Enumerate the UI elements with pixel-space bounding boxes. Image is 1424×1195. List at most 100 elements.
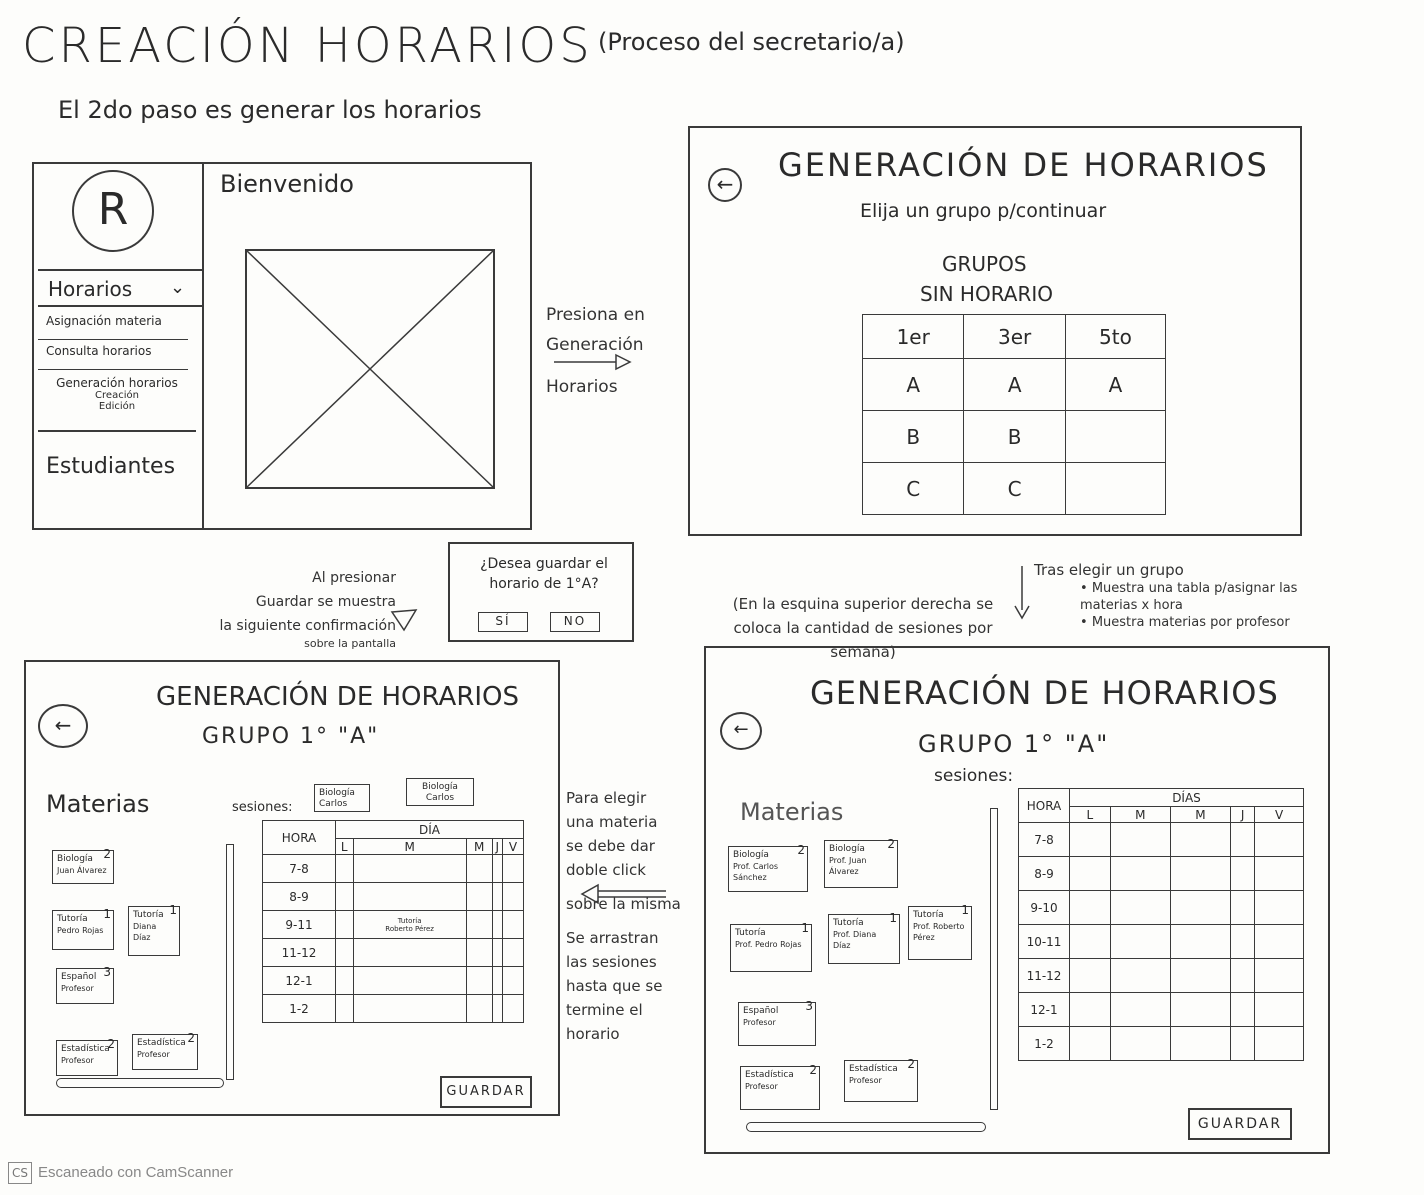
sidebar-item-estudiantes[interactable]: Estudiantes [46, 454, 176, 479]
slot[interactable] [501, 882, 525, 911]
slot[interactable] [1230, 890, 1256, 925]
slot[interactable] [491, 966, 503, 995]
slot[interactable] [1254, 924, 1304, 959]
slot[interactable] [1230, 856, 1256, 891]
slot[interactable] [465, 910, 493, 939]
slot[interactable] [465, 938, 493, 967]
sidebar-item-consulta[interactable]: Consulta horarios [38, 344, 188, 370]
slot[interactable] [1069, 958, 1111, 993]
save-button[interactable]: GUARDAR [440, 1076, 532, 1108]
slot[interactable] [1254, 958, 1304, 993]
slot[interactable] [1169, 890, 1232, 925]
slot[interactable] [491, 910, 503, 939]
group-cell[interactable]: A [963, 358, 1066, 411]
slot[interactable] [501, 966, 525, 995]
back-arrow-icon[interactable]: ← [38, 704, 88, 748]
slot[interactable] [335, 854, 354, 883]
slot[interactable] [465, 882, 493, 911]
sidebar-subitem-creacion[interactable]: Creación [95, 390, 139, 401]
slot[interactable] [491, 938, 503, 967]
vertical-scrollbar[interactable] [990, 808, 998, 1110]
slot[interactable] [1169, 822, 1232, 857]
sidebar-menu-horarios[interactable]: Horarios ⌄ [38, 269, 202, 307]
slot[interactable] [1230, 924, 1256, 959]
slot[interactable] [491, 994, 503, 1023]
avatar[interactable]: R [72, 170, 154, 252]
slot[interactable] [491, 854, 503, 883]
slot[interactable] [1069, 822, 1111, 857]
slot[interactable] [1230, 992, 1256, 1027]
slot[interactable] [1169, 992, 1232, 1027]
group-cell[interactable]: B [861, 410, 965, 463]
slot[interactable] [1109, 1026, 1171, 1061]
slot[interactable] [1254, 992, 1304, 1027]
sidebar-subitem-edicion[interactable]: Edición [98, 401, 136, 412]
slot[interactable] [1109, 924, 1171, 959]
slot[interactable] [1230, 958, 1256, 993]
yes-button[interactable]: SÍ [478, 612, 528, 632]
slot[interactable] [465, 854, 493, 883]
slot[interactable] [352, 854, 467, 883]
slot[interactable] [1254, 890, 1304, 925]
slot[interactable] [335, 966, 354, 995]
slot[interactable] [1109, 958, 1171, 993]
horizontal-scrollbar[interactable] [746, 1122, 986, 1132]
slot[interactable] [352, 994, 467, 1023]
slot[interactable] [1169, 856, 1232, 891]
back-arrow-icon[interactable]: ← [720, 712, 762, 750]
slot[interactable] [1254, 856, 1304, 891]
slot[interactable] [335, 938, 354, 967]
slot[interactable] [1169, 1026, 1232, 1061]
slot[interactable] [501, 994, 525, 1023]
sidebar-item-generacion[interactable]: Generación horarios Creación Edición [38, 376, 196, 432]
slot[interactable] [501, 910, 525, 939]
slot[interactable] [1254, 1026, 1304, 1061]
slot[interactable] [1169, 958, 1232, 993]
group-cell[interactable] [1064, 410, 1167, 463]
group-cell[interactable]: B [963, 410, 1066, 463]
back-arrow-icon[interactable]: ← [708, 168, 742, 202]
slot[interactable] [1069, 856, 1111, 891]
slot[interactable] [352, 882, 467, 911]
slot[interactable] [465, 994, 493, 1023]
slot[interactable] [335, 910, 354, 939]
slot[interactable] [1109, 856, 1171, 891]
group-cell[interactable] [1064, 462, 1167, 515]
slot[interactable] [491, 882, 503, 911]
group-cell[interactable]: C [963, 462, 1066, 515]
slot[interactable] [1230, 1026, 1256, 1061]
group-cell[interactable]: A [861, 358, 965, 411]
sidebar-item-asignacion[interactable]: Asignación materia [38, 314, 188, 340]
slot[interactable] [501, 938, 525, 967]
slot[interactable] [352, 938, 467, 967]
vertical-scrollbar[interactable] [226, 844, 234, 1080]
group-cell[interactable]: C [861, 462, 965, 515]
slot[interactable] [1069, 1026, 1111, 1061]
no-button[interactable]: NO [550, 612, 600, 632]
horizontal-scrollbar[interactable] [56, 1078, 224, 1088]
slot[interactable] [1069, 890, 1111, 925]
slot[interactable] [1109, 822, 1171, 857]
slot[interactable] [1230, 822, 1256, 857]
save-button[interactable]: GUARDAR [1188, 1108, 1292, 1140]
slot[interactable] [352, 966, 467, 995]
slot[interactable] [1109, 992, 1171, 1027]
slot[interactable] [1069, 924, 1111, 959]
